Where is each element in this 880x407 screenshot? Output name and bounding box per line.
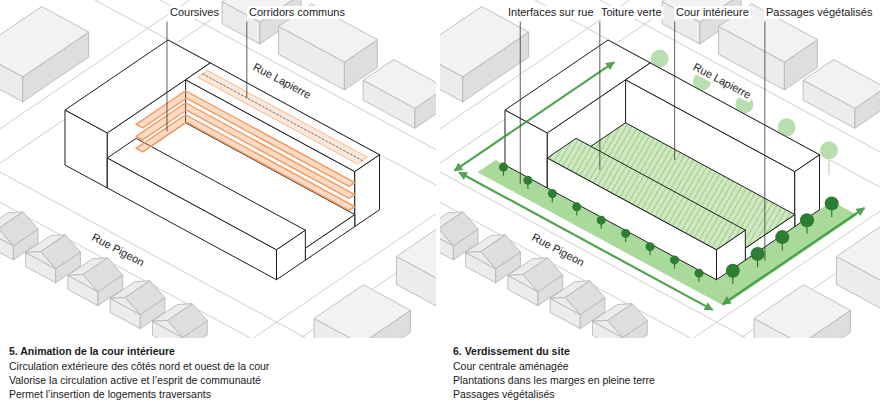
building-volume-top <box>547 138 745 249</box>
green-arrow <box>460 173 712 310</box>
callout-label: Passages végétalisés <box>764 6 874 19</box>
house-gable <box>152 320 182 337</box>
caption-line: Plantations dans les marges en pleine te… <box>451 374 657 387</box>
street-tree <box>751 247 765 261</box>
house-gable <box>110 298 140 315</box>
leader-line <box>520 22 521 183</box>
caption-line: Cour centrale aménagée <box>451 360 571 373</box>
street-edge <box>0 0 357 313</box>
coursive-band <box>136 91 355 187</box>
house-gable <box>26 252 56 269</box>
leader-line <box>246 22 247 98</box>
iso-panel <box>440 0 880 338</box>
callout-label: Cour intérieure <box>674 6 751 19</box>
street-tree <box>646 242 655 251</box>
caption-line: Permet l’insertion de logements traversa… <box>7 388 213 401</box>
caption-heading: 6. Verdissement du site <box>451 345 572 358</box>
caption-line: Valorise la circulation active et l’espr… <box>7 374 263 387</box>
street-tree <box>621 229 630 238</box>
callout-label: Toiture verte <box>599 6 664 19</box>
house-gable <box>592 320 622 337</box>
context-building-top <box>803 59 880 108</box>
street-tree <box>800 213 814 227</box>
house-gable <box>68 275 98 292</box>
street-tree <box>775 230 789 244</box>
street-tree <box>499 163 508 172</box>
context-building-top <box>836 217 880 287</box>
street-tree <box>726 264 740 278</box>
leader-line <box>674 22 675 159</box>
callout-label: Coursives <box>168 6 221 19</box>
context-building-top <box>0 7 89 77</box>
street-tree <box>523 176 532 185</box>
leader-line <box>166 22 167 131</box>
house-gable <box>508 275 538 292</box>
context-building-top <box>754 285 850 338</box>
caption-heading: 5. Animation de la cour intérieure <box>7 345 177 358</box>
street-tree <box>548 189 557 198</box>
house-gable <box>440 229 453 246</box>
street-tree <box>597 216 606 225</box>
iso-panel <box>0 0 436 338</box>
background-tree <box>820 141 838 159</box>
callout-label: Interfaces sur rue <box>506 6 596 19</box>
street-edge <box>0 87 425 338</box>
green-arrow <box>455 63 613 171</box>
coursive-band <box>136 103 355 199</box>
street-tree <box>670 255 679 264</box>
street-tree <box>694 269 703 278</box>
house-gable <box>550 298 580 315</box>
leaders <box>167 22 765 261</box>
caption-line: Circulation extérieure des côtés nord et… <box>7 360 271 373</box>
context-building-top <box>396 217 436 287</box>
street-tree <box>825 196 839 210</box>
caption-line: Passages végétalisés <box>451 388 557 401</box>
green-arrow <box>724 209 864 304</box>
leader-line <box>764 22 765 261</box>
house-gable <box>0 229 13 246</box>
context-building-top <box>363 59 436 108</box>
callout-label: Corridors communs <box>247 6 347 19</box>
context-building-top <box>314 285 410 338</box>
street-tree <box>572 202 581 211</box>
street-edge <box>54 0 436 259</box>
leader-line <box>599 22 600 169</box>
house-gable <box>466 252 496 269</box>
